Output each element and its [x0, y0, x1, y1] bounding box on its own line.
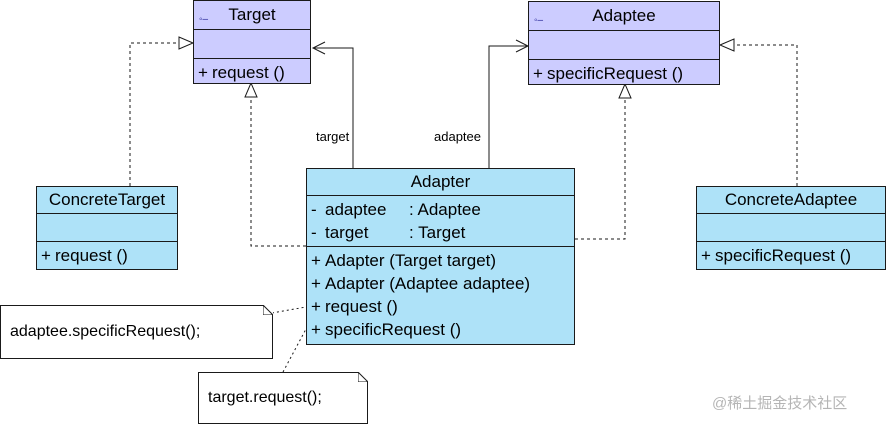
- target-method-text: request (): [212, 63, 285, 82]
- visibility-marker: +: [701, 246, 711, 265]
- target-methods-section: +request (): [194, 59, 310, 86]
- adaptee-class-name: Adaptee: [592, 6, 656, 25]
- adapter-attribute-row: -target : Target: [311, 221, 574, 244]
- watermark-text: @稀土掘金技术社区: [712, 395, 848, 412]
- concrete-target-method-text: request (): [55, 246, 128, 265]
- adapter-method-row: +Adapter (Target target): [311, 249, 574, 272]
- adaptee-method-text: specificRequest (): [547, 64, 684, 83]
- concrete-adaptee-realization-arrowhead: [718, 38, 735, 52]
- concrete-target-class-name: ConcreteTarget: [48, 190, 166, 209]
- note-anchor-adaptee: [271, 306, 307, 314]
- concrete-adaptee-class-header: ConcreteAdaptee: [697, 187, 885, 214]
- adapter-method-row: +specificRequest (): [311, 318, 574, 341]
- concrete-adaptee-class-box[interactable]: ConcreteAdaptee +specificRequest (): [696, 186, 886, 270]
- association-label-adaptee: adaptee: [434, 129, 481, 144]
- adapter-method-row: +request (): [311, 295, 574, 318]
- attribute-name: target: [325, 223, 369, 242]
- note-anchor-target: [282, 328, 307, 373]
- concrete-target-realization-line: [129, 42, 178, 186]
- adapter-target-realization-arrowhead: [244, 81, 258, 98]
- target-class-header: ◦– Target: [194, 1, 310, 30]
- adapter-adaptee-realization-arrowhead: [618, 82, 632, 99]
- adapter-method-text: Adapter (Adaptee adaptee): [325, 274, 531, 293]
- adapter-method-text: specificRequest (): [325, 320, 462, 339]
- adapter-attributes-section: -adaptee : Adaptee -target : Target: [307, 196, 574, 247]
- adaptee-class-box[interactable]: ◦– Adaptee +specificRequest (): [528, 1, 720, 85]
- adapter-class-header: Adapter: [307, 169, 574, 196]
- interface-icon: ◦–: [199, 14, 209, 25]
- adapter-target-association-arrowhead: [311, 41, 326, 55]
- note-adaptee-call-text: adaptee.specificRequest();: [10, 323, 201, 340]
- visibility-marker: +: [311, 251, 321, 270]
- target-method-row: +request (): [198, 61, 310, 84]
- concrete-adaptee-class-name: ConcreteAdaptee: [724, 190, 858, 209]
- visibility-marker: +: [311, 274, 321, 293]
- adapter-target-realization-line: [250, 97, 306, 247]
- concrete-target-class-box[interactable]: ConcreteTarget +request (): [36, 186, 178, 270]
- adapter-class-box[interactable]: Adapter -adaptee : Adaptee -target : Targe…: [306, 168, 575, 345]
- adapter-target-association-line: [313, 47, 354, 168]
- visibility-marker: +: [533, 64, 543, 83]
- concrete-target-realization-arrowhead: [178, 36, 195, 50]
- concrete-adaptee-method-text: specificRequest (): [715, 246, 852, 265]
- adapter-adaptee-realization-line: [575, 98, 626, 240]
- adaptee-class-header: ◦– Adaptee: [529, 2, 719, 31]
- adaptee-methods-section: +specificRequest (): [529, 60, 719, 87]
- visibility-marker: +: [311, 320, 321, 339]
- visibility-marker: +: [311, 297, 321, 316]
- adapter-method-text: Adapter (Target target): [325, 251, 497, 270]
- visibility-marker: -: [311, 200, 317, 219]
- concrete-target-attributes-section: [37, 214, 177, 242]
- target-attributes-section: [194, 30, 310, 59]
- adaptee-attributes-section: [529, 31, 719, 60]
- note-target-call-text: target.request();: [208, 389, 322, 406]
- interface-icon: ◦–: [534, 15, 544, 26]
- concrete-adaptee-realization-line: [735, 44, 798, 186]
- visibility-marker: +: [198, 63, 208, 82]
- note-fold-corner: [263, 305, 273, 315]
- visibility-marker: -: [311, 223, 317, 242]
- adaptee-method-row: +specificRequest (): [533, 62, 719, 85]
- attribute-name: adaptee: [325, 200, 387, 219]
- target-class-name: Target: [228, 5, 276, 24]
- adapter-method-text: request (): [325, 297, 398, 316]
- concrete-adaptee-attributes-section: [697, 214, 885, 242]
- adapter-methods-section: +Adapter (Target target) +Adapter (Adapt…: [307, 247, 574, 343]
- concrete-target-class-header: ConcreteTarget: [37, 187, 177, 214]
- concrete-adaptee-method-row: +specificRequest (): [701, 244, 885, 267]
- attribute-type: : Target: [409, 223, 466, 242]
- target-class-box[interactable]: ◦– Target +request (): [193, 0, 311, 84]
- attribute-type: : Adaptee: [409, 200, 481, 219]
- concrete-target-method-row: +request (): [41, 244, 177, 267]
- note-target-call[interactable]: target.request();: [198, 372, 368, 424]
- adapter-class-name: Adapter: [410, 172, 471, 191]
- note-adaptee-call[interactable]: adaptee.specificRequest();: [0, 305, 273, 359]
- concrete-adaptee-methods-section: +specificRequest (): [697, 242, 885, 269]
- visibility-marker: +: [41, 246, 51, 265]
- association-label-target: target: [316, 129, 350, 144]
- adapter-adaptee-association-line: [488, 45, 528, 168]
- concrete-target-methods-section: +request (): [37, 242, 177, 269]
- adapter-method-row: +Adapter (Adaptee adaptee): [311, 272, 574, 295]
- note-fold-corner: [358, 372, 368, 382]
- adapter-attribute-row: -adaptee : Adaptee: [311, 198, 574, 221]
